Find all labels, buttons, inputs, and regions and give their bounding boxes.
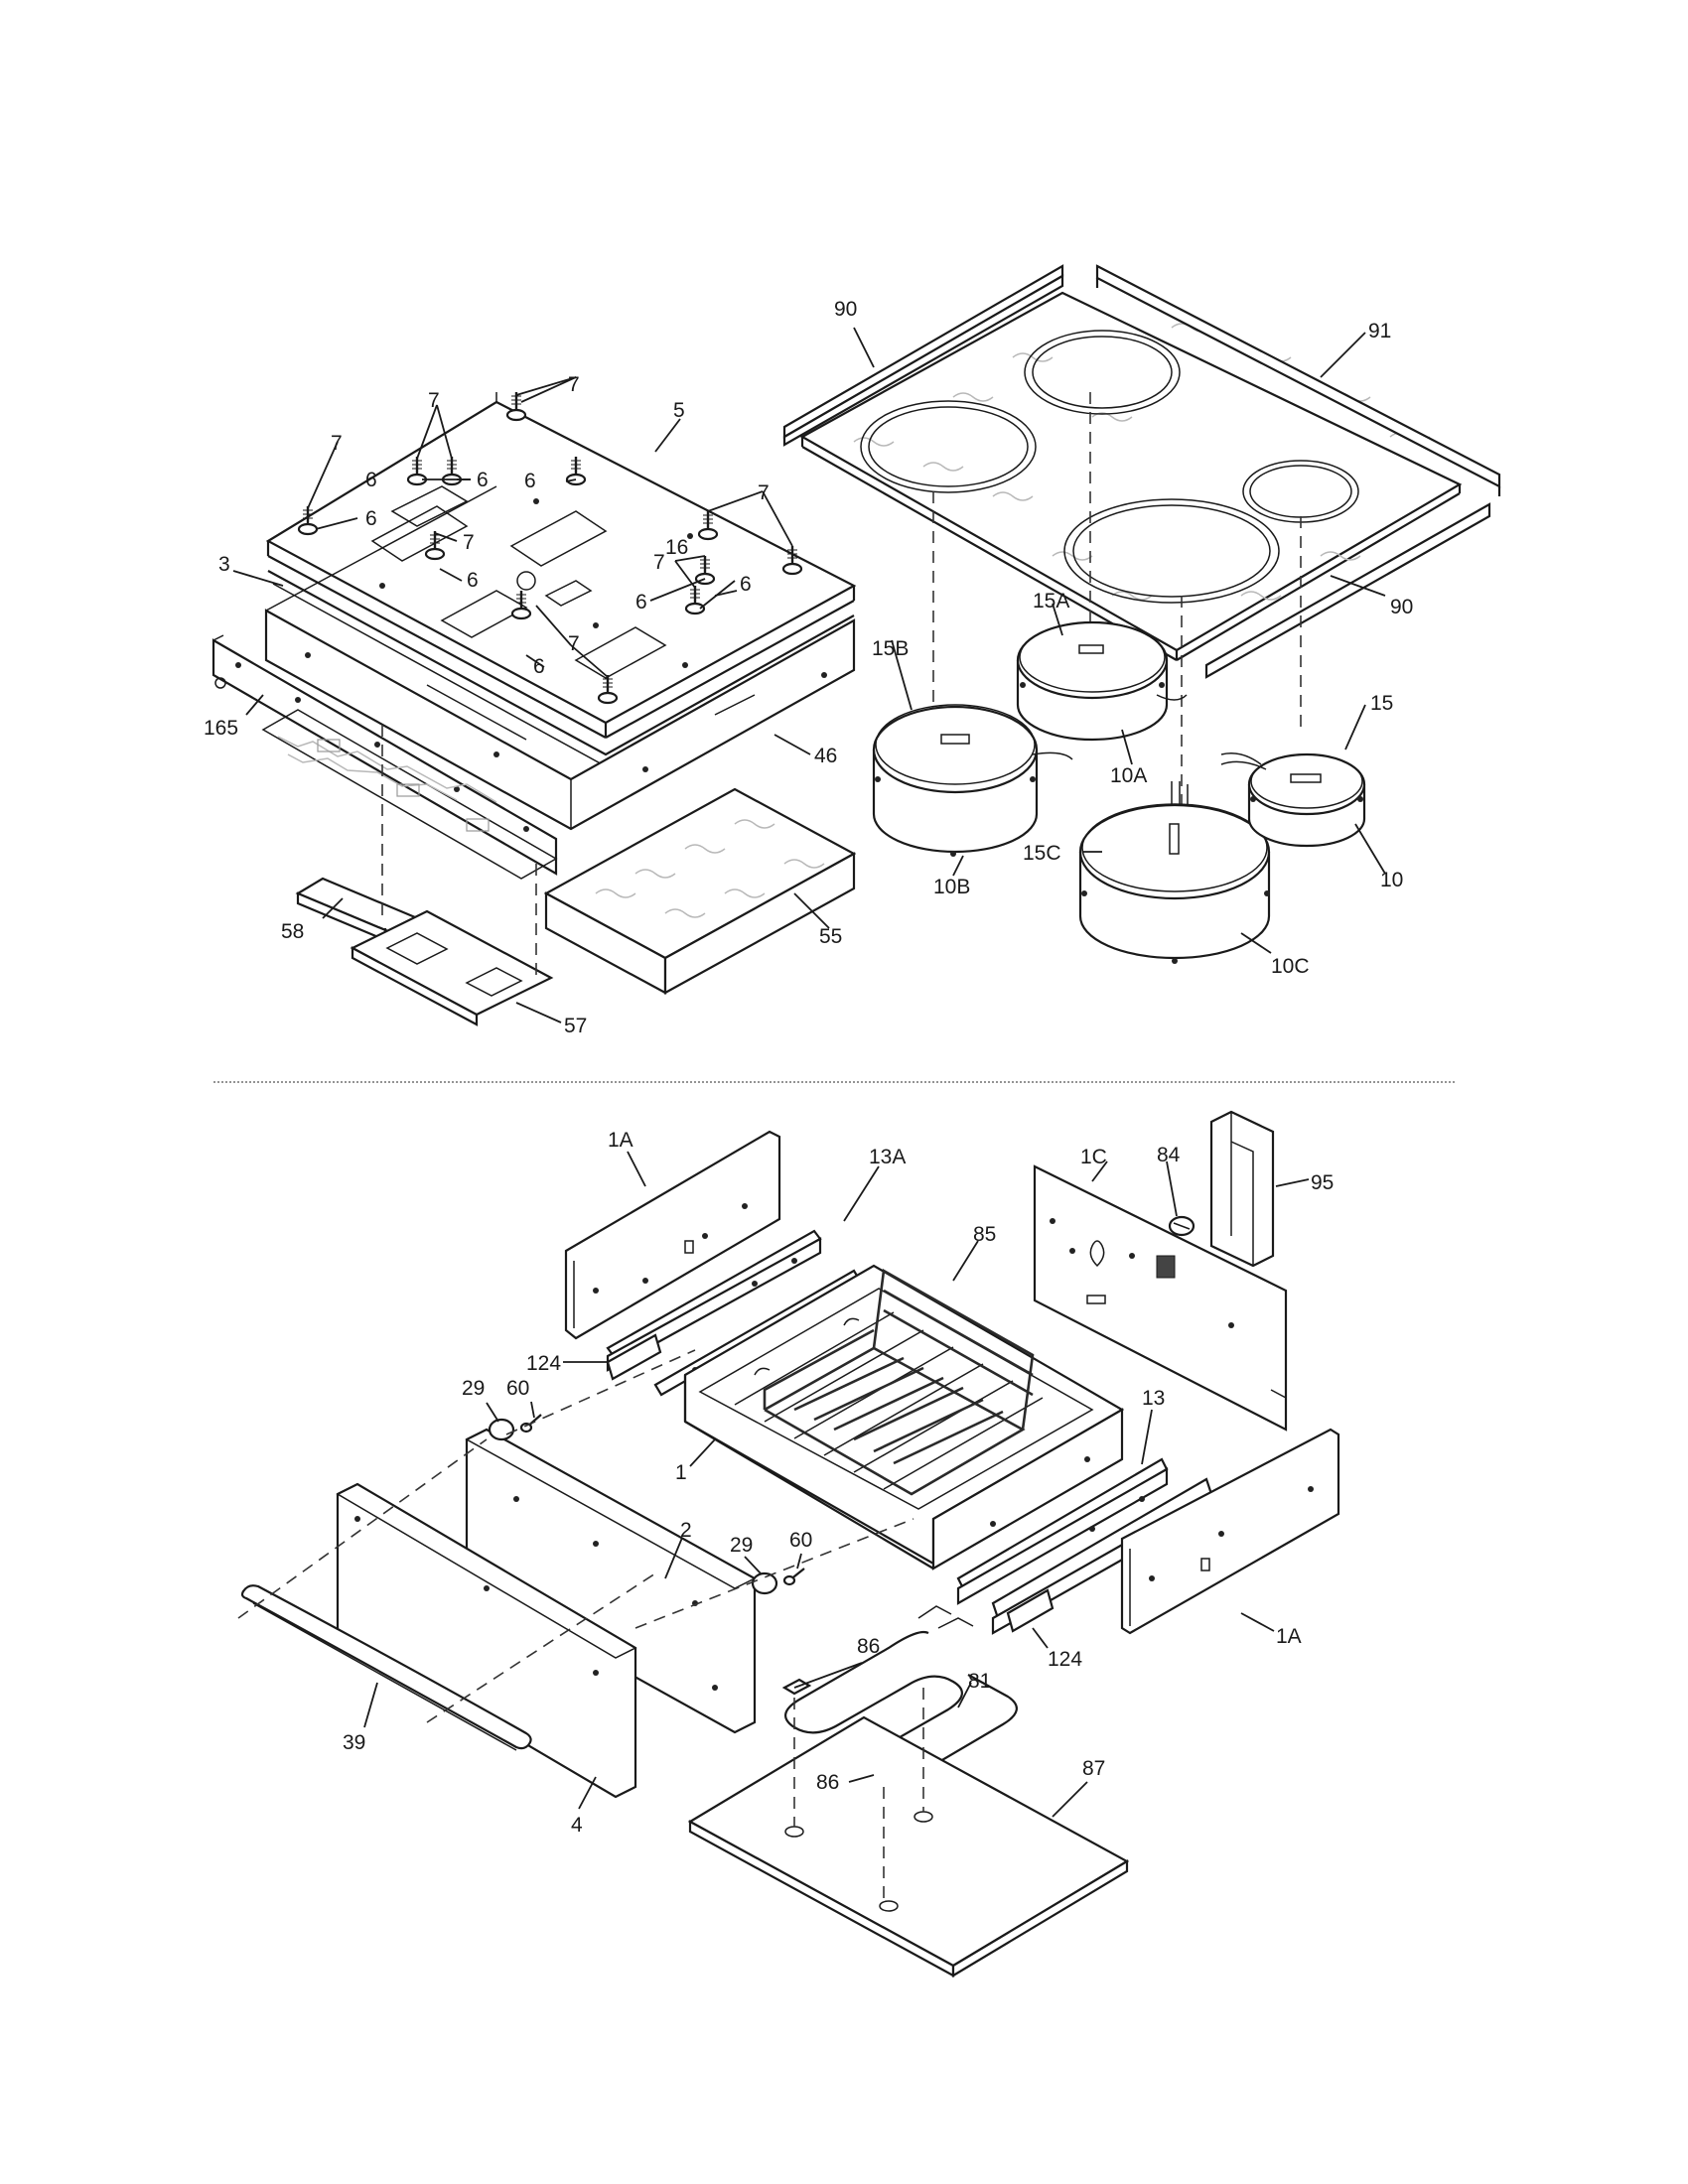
side-panel-right [1120, 1428, 1340, 1635]
lower-leaders [363, 1151, 1310, 1818]
callout-55: 55 [819, 925, 842, 948]
lower-assembly-lines [237, 1349, 924, 1901]
callout-60-left: 60 [506, 1377, 529, 1400]
callout-87: 87 [1082, 1757, 1105, 1780]
trim-left [782, 264, 1064, 447]
callout-7-a: 7 [568, 373, 580, 396]
slide-bracket-right [1006, 1588, 1055, 1633]
thermostat [1168, 1215, 1196, 1237]
bumper-left [488, 1418, 515, 1441]
burner-rings [860, 330, 1359, 604]
callout-39: 39 [343, 1731, 365, 1754]
callout-6-a: 6 [477, 469, 489, 491]
callout-90-top: 90 [834, 298, 857, 321]
callout-81: 81 [968, 1670, 991, 1693]
callout-165: 165 [204, 717, 238, 740]
callout-6-d: 6 [467, 569, 479, 592]
screw-right [782, 1568, 805, 1586]
callout-86-bottom: 86 [816, 1771, 839, 1794]
callout-6-f: 6 [635, 591, 647, 614]
slide-bracket-left [606, 1333, 662, 1381]
callout-7-f: 7 [653, 551, 665, 574]
callout-7-b: 7 [428, 389, 440, 412]
callout-6-h: 6 [365, 469, 377, 491]
callout-1c: 1C [1080, 1146, 1107, 1168]
insulation-pad [543, 787, 857, 995]
lower-callouts: 1A 1C 84 95 13A 85 124 13 1 2 29 60 29 6… [343, 1129, 1334, 1837]
upper-callouts: 90 91 90 16 5 7 7 7 7 7 7 7 6 6 6 6 6 6 … [204, 298, 1413, 1037]
control-panel [211, 634, 558, 876]
callout-16: 16 [665, 536, 688, 559]
callout-1a-bottom: 1A [1276, 1625, 1302, 1648]
callout-95: 95 [1311, 1171, 1334, 1194]
callout-84: 84 [1157, 1144, 1181, 1166]
callout-29-left: 29 [462, 1377, 485, 1400]
drawer-handle [240, 1584, 532, 1751]
trim-rear [1095, 264, 1501, 496]
callout-6-e: 6 [740, 573, 752, 596]
callout-15b: 15B [872, 637, 909, 660]
callout-6-c: 6 [524, 470, 536, 492]
callout-7-e: 7 [463, 531, 475, 554]
bumper-right [751, 1571, 778, 1595]
callout-13a: 13A [869, 1146, 906, 1168]
rack [763, 1268, 1035, 1496]
rear-panel [1033, 1164, 1288, 1432]
callout-7-g: 7 [568, 632, 580, 655]
callout-7-d: 7 [758, 481, 770, 504]
bottom-panel [687, 1715, 1130, 1978]
callout-85: 85 [973, 1223, 996, 1246]
callout-4: 4 [571, 1814, 583, 1837]
upper-assembly-lines [381, 392, 1302, 983]
callout-5: 5 [673, 399, 685, 422]
side-panel-left [564, 1130, 781, 1340]
callout-10b: 10B [933, 876, 970, 898]
callout-10c: 10C [1271, 955, 1310, 978]
callout-7-c: 7 [331, 432, 343, 455]
element-15c-housing-10c [1078, 781, 1271, 964]
element-15b-housing-10b [872, 704, 1073, 857]
callout-15c: 15C [1023, 842, 1061, 865]
callout-3: 3 [218, 553, 230, 576]
callout-91: 91 [1368, 320, 1391, 342]
trim-front [1204, 502, 1491, 679]
control-board [261, 709, 558, 880]
bracket-57 [350, 909, 554, 1026]
callout-6-g: 6 [533, 655, 545, 678]
grommets [297, 408, 803, 705]
callout-29-right: 29 [730, 1534, 753, 1557]
callout-15: 15 [1370, 692, 1393, 715]
element-15a-housing-10a [1016, 620, 1188, 742]
drawer-front-outer [336, 1482, 637, 1799]
callout-1: 1 [675, 1461, 687, 1484]
screw-left [519, 1414, 542, 1433]
callout-10a: 10A [1110, 764, 1147, 787]
screw-springs [303, 392, 797, 693]
wire-cover [1209, 1110, 1275, 1268]
callout-90-right: 90 [1390, 596, 1413, 618]
element-15-housing-10 [1220, 752, 1366, 848]
callout-2: 2 [680, 1519, 692, 1542]
callout-46: 46 [814, 745, 837, 767]
callout-58: 58 [281, 920, 304, 943]
upper-leaders [232, 327, 1386, 1024]
callout-86-top: 86 [857, 1635, 880, 1658]
callout-124-left: 124 [526, 1352, 561, 1375]
callout-10: 10 [1380, 869, 1403, 891]
burner-box [264, 485, 856, 831]
callout-60-right: 60 [789, 1529, 812, 1552]
callout-1a-top: 1A [608, 1129, 633, 1152]
callout-57: 57 [564, 1015, 587, 1037]
callout-124-right: 124 [1048, 1648, 1082, 1671]
callout-15a: 15A [1033, 590, 1069, 613]
callout-13: 13 [1142, 1387, 1165, 1410]
callout-6-b: 6 [365, 507, 377, 530]
cooktop-glass [799, 291, 1463, 661]
